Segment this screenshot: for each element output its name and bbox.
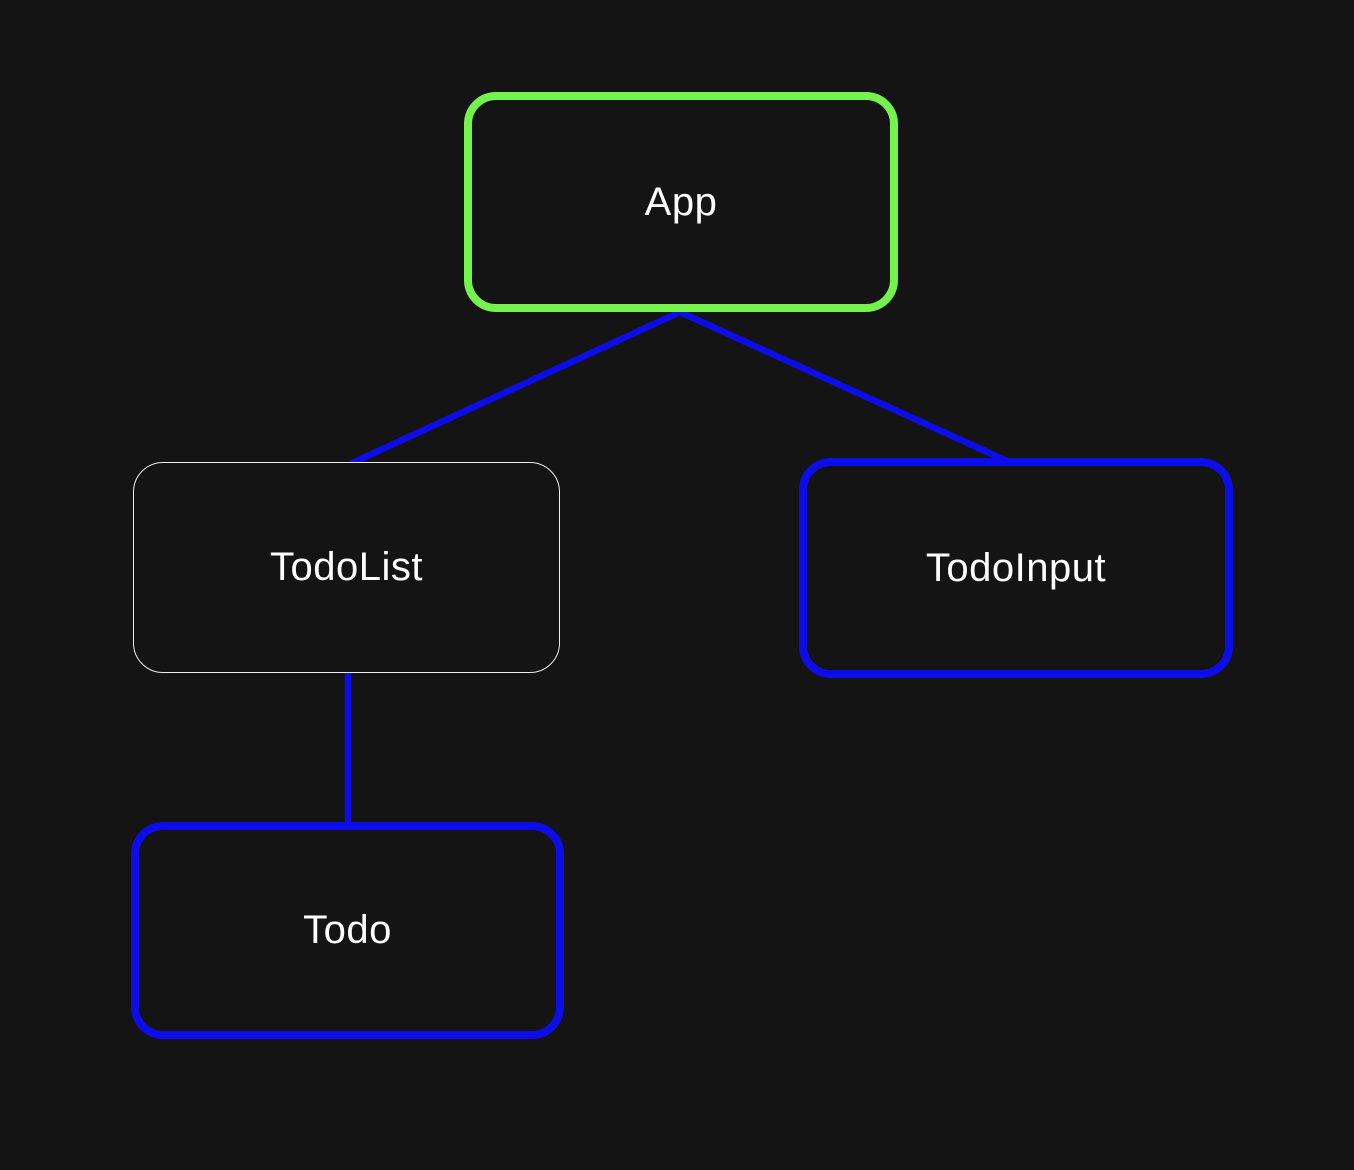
node-app-label: App bbox=[644, 179, 718, 224]
edge-app-todolist bbox=[348, 309, 682, 467]
node-app: App bbox=[464, 92, 898, 312]
edge-app-todoinput bbox=[678, 309, 1009, 464]
node-todoinput-label: TodoInput bbox=[925, 545, 1107, 590]
node-todo-label: Todo bbox=[303, 908, 392, 952]
node-todoinput: TodoInput bbox=[799, 458, 1233, 678]
node-todolist-label: TodoList bbox=[270, 545, 423, 589]
node-todo: Todo bbox=[131, 822, 564, 1039]
node-todolist: TodoList bbox=[133, 462, 560, 673]
